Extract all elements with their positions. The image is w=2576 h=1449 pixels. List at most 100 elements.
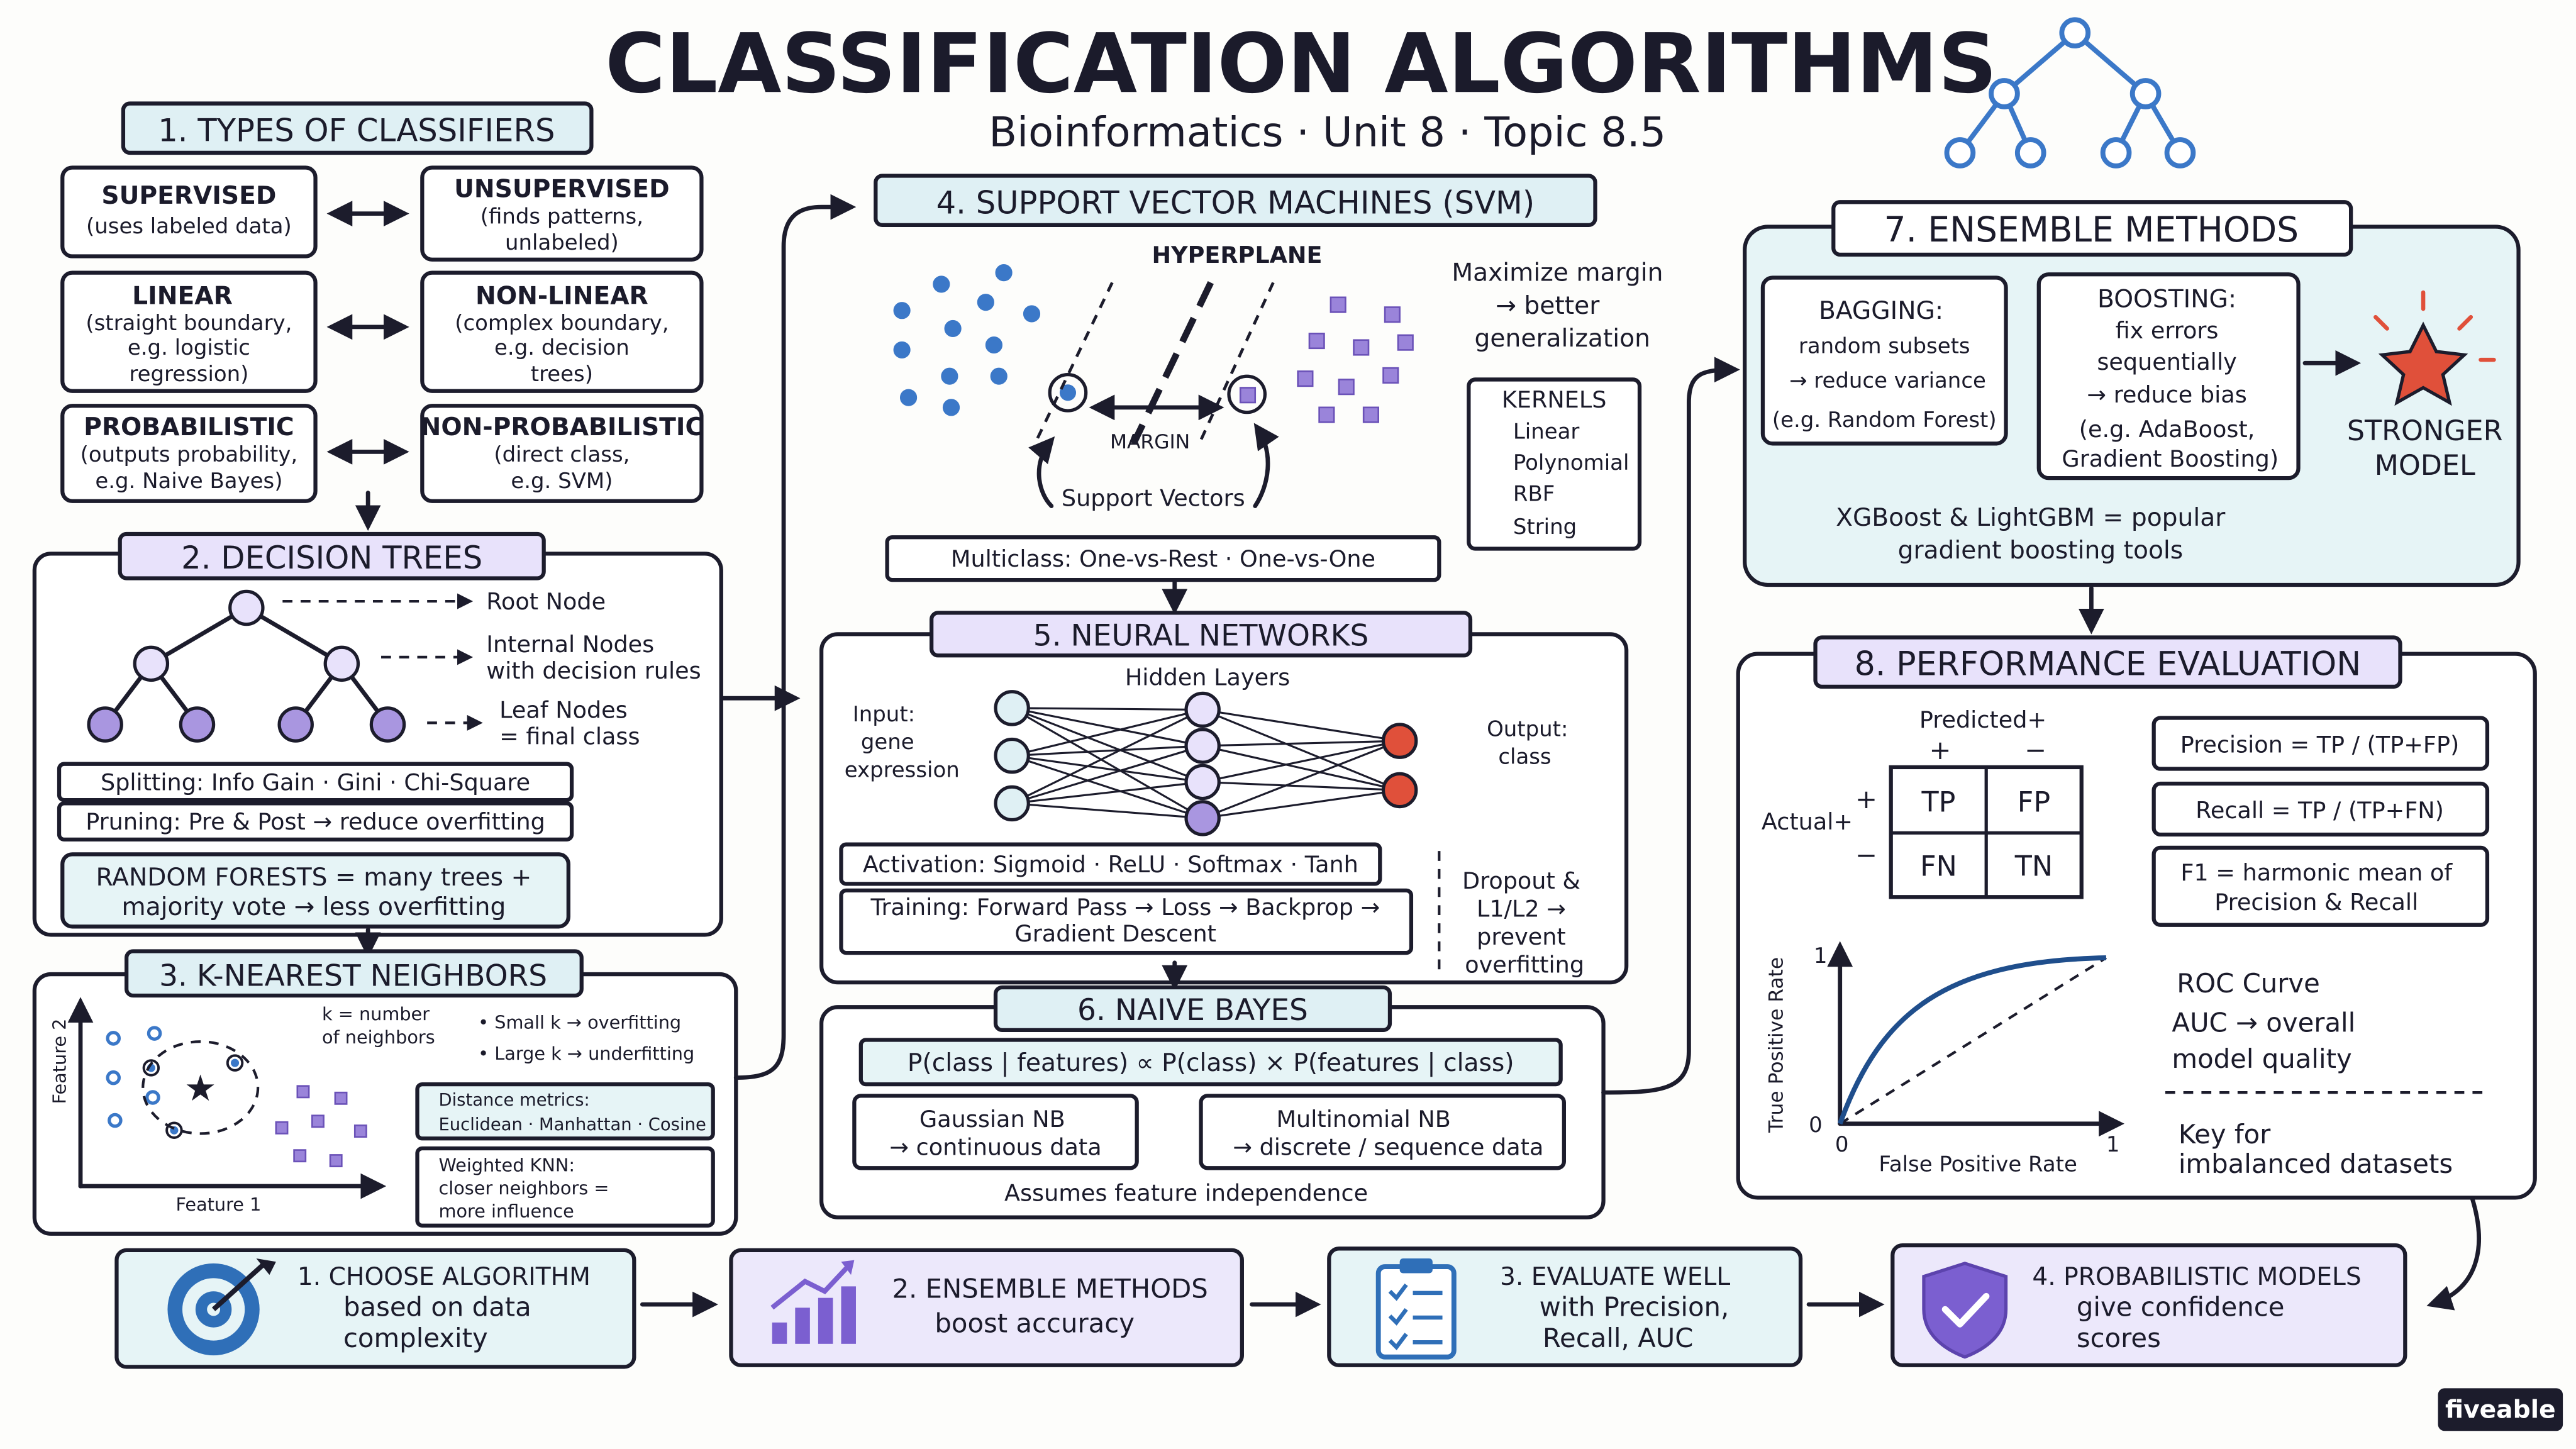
xgboost-line-2: gradient boosting tools [1898, 536, 2184, 565]
f1-text-1: F1 = harmonic mean of [2180, 859, 2453, 886]
stronger-model-2: MODEL [2375, 450, 2475, 482]
f1-text-2: Precision & Recall [2214, 889, 2418, 916]
linear-card [60, 270, 318, 393]
probabilistic-desc-1: (outputs probability, [80, 442, 298, 467]
probabilistic-card [60, 404, 318, 503]
summary-evaluate-title: 3. EVALUATE WELL [1500, 1263, 1730, 1291]
checklist-icon [1375, 1258, 1457, 1360]
multiclass-text: Multiclass: One-vs-Rest · One-vs-One [951, 545, 1375, 572]
key-text-2: imbalanced datasets [2179, 1148, 2453, 1179]
dropout-text-4: overfitting [1465, 951, 1584, 978]
hidden-layers-label: Hidden Layers [1125, 663, 1290, 691]
summary-probabilistic-title: 4. PROBABILISTIC MODELS [2032, 1263, 2361, 1291]
bagging-line-3: (e.g. Random Forest) [1772, 408, 1997, 433]
page-title: CLASSIFICATION ALGORITHMS [605, 16, 1997, 111]
section-7-title: 7. ENSEMBLE METHODS [1884, 209, 2299, 250]
boosting-line-2: sequentially [2097, 348, 2236, 375]
bayes-formula: P(class | features) ∝ P(class) × P(featu… [908, 1049, 1514, 1077]
confusion-matrix: TP FP FN TN [1889, 765, 2084, 899]
linear-desc-2: e.g. logistic [128, 335, 250, 360]
gaussian-nb-desc: → continuous data [889, 1133, 1101, 1160]
roc-tick-x1: 1 [2106, 1132, 2120, 1157]
gaussian-nb-title: Gaussian NB [919, 1106, 1065, 1133]
dropout-text-2: L1/L2 → [1477, 896, 1566, 923]
probabilistic-desc-2: e.g. Naive Bayes) [95, 469, 282, 494]
input-label-1: Input: [853, 702, 915, 727]
recall-text: Recall = TP / (TP+FN) [2196, 797, 2444, 824]
maximize-margin-2: → better [1496, 292, 1600, 320]
training-text-1: Training: Forward Pass → Loss → Backprop… [870, 894, 1380, 921]
section-performance-evaluation: 8. PERFORMANCE EVALUATION Predicted+ + −… [1736, 635, 2537, 1200]
tree-logo-icon [1944, 17, 2196, 169]
activation-box [839, 842, 1382, 886]
support-vectors-label: Support Vectors [1062, 485, 1245, 512]
hyperplane-label: HYPERPLANE [1152, 242, 1323, 269]
supervised-desc: (uses labeled data) [86, 214, 292, 239]
section-7-header [1831, 200, 2353, 257]
section-decision-trees: 2. DECISION TREES Root Node Internal Nod… [32, 531, 723, 937]
bagging-line-1: random subsets [1799, 334, 1970, 359]
knn-query-star-icon: ★ [184, 1067, 217, 1109]
random-forests-text-2: majority vote → less overfitting [121, 893, 506, 921]
boosting-card [2036, 272, 2301, 480]
cell-fn: FN [1920, 850, 1957, 882]
cell-fp: FP [2018, 786, 2050, 818]
key-text-1: Key for [2179, 1119, 2271, 1150]
section-8-title: 8. PERFORMANCE EVALUATION [1855, 646, 2362, 684]
large-k-bullet: • Large k → underfitting [478, 1043, 694, 1064]
shield-check-icon [1922, 1262, 2008, 1359]
section-types-of-classifiers: 1. TYPES OF CLASSIFIERS SUPERVISED (uses… [60, 101, 704, 531]
knn-ylabel: Feature 2 [48, 1019, 70, 1104]
predicted-plus: + [1929, 735, 1951, 765]
maximize-margin-1: Maximize margin [1452, 259, 1663, 287]
multiclass-box [885, 535, 1441, 582]
actual-minus: − [1855, 840, 1877, 870]
kernel-polynomial: Polynomial [1513, 450, 1629, 475]
section-8-header [1813, 635, 2402, 689]
small-k-bullet: • Small k → overfitting [478, 1011, 681, 1033]
roc-xlabel: False Positive Rate [1879, 1152, 2077, 1177]
supervised-card [60, 165, 318, 258]
input-label-2: gene [861, 730, 914, 755]
weighted-knn-box [415, 1146, 715, 1228]
section-1-header [121, 101, 594, 155]
cell-tn: TN [2014, 850, 2053, 882]
page-subtitle: Bioinformatics · Unit 8 · Topic 8.5 [989, 108, 1666, 156]
linear-desc-3: regression) [129, 362, 248, 387]
knn-plot: Feature 2 Feature 1 ★ [48, 997, 387, 1215]
distance-metrics-list: Euclidean · Manhattan · Cosine [438, 1115, 706, 1135]
multinomial-nb-desc: → discrete / sequence data [1233, 1133, 1543, 1160]
summary-row: 1. CHOOSE ALGORITHM based on data comple… [114, 1243, 2407, 1369]
roc-ylabel: True Positive Rate [1765, 957, 1787, 1133]
activation-text: Activation: Sigmoid · ReLU · Softmax · T… [863, 851, 1358, 878]
nonlinear-desc-1: (complex boundary, [455, 311, 669, 336]
splitting-box [57, 762, 574, 802]
nonlinear-card [420, 270, 704, 393]
unsupervised-desc-1: (finds patterns, [480, 204, 643, 229]
svm-plot [893, 264, 1414, 508]
boosting-title: BOOSTING: [2097, 285, 2236, 313]
internal-nodes-label-2: with decision rules [486, 657, 701, 684]
splitting-text: Splitting: Info Gain · Gini · Chi-Square [101, 769, 530, 796]
connector-center-to-ensemble [1601, 357, 1740, 1095]
section-4-header [874, 174, 1597, 228]
summary-evaluate-line-2: Recall, AUC [1543, 1323, 1694, 1353]
weighted-knn-title: Weighted KNN: [438, 1155, 575, 1176]
root-node-label: Root Node [486, 588, 606, 615]
random-forests-box [60, 852, 570, 929]
section-6-header [993, 985, 1392, 1033]
output-label-1: Output: [1487, 716, 1568, 741]
weighted-knn-desc-1: closer neighbors = [438, 1177, 609, 1199]
nonprobabilistic-label: NON-PROBABILISTIC [421, 413, 704, 441]
summary-ensemble-title: 2. ENSEMBLE METHODS [892, 1274, 1208, 1304]
kernel-string: String [1513, 514, 1577, 540]
linear-label: LINEAR [132, 282, 233, 310]
target-icon [167, 1258, 276, 1356]
boosting-line-5: Gradient Boosting) [2062, 445, 2279, 472]
k-note-2: of neighbors [322, 1026, 435, 1048]
section-5-header [930, 611, 1473, 658]
distance-metrics-box [415, 1082, 715, 1141]
margin-label: MARGIN [1110, 431, 1190, 453]
bagging-card [1760, 275, 2008, 446]
precision-text: Precision = TP / (TP+FP) [2180, 731, 2460, 758]
